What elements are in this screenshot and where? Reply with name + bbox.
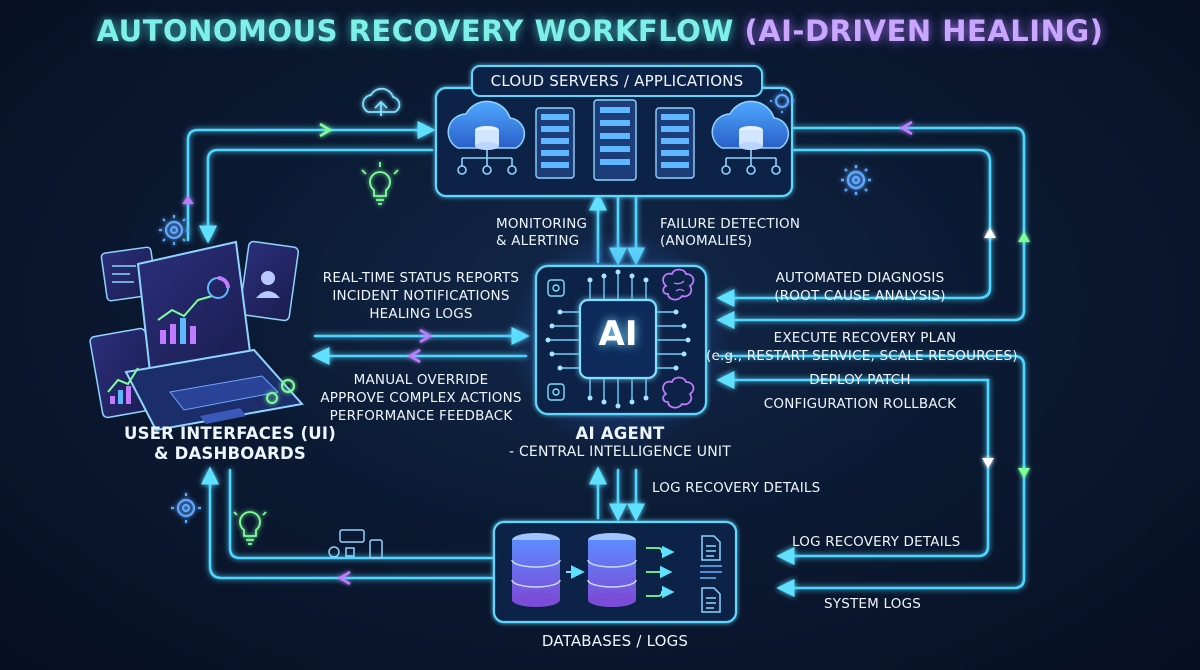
diagnosis-label-1: AUTOMATED DIAGNOSIS <box>775 270 945 286</box>
title-part1: AUTONOMOUS RECOVERY WORKFLOW <box>96 14 734 48</box>
gear-icon-right <box>841 165 871 195</box>
server-rack-slots <box>541 107 689 168</box>
edge-agent-execute <box>718 354 1026 598</box>
cloud-db-icon-left <box>447 100 526 175</box>
cloud-servers-label: CLOUD SERVERS / APPLICATIONS <box>490 72 744 90</box>
gear-icon-top-right <box>770 89 794 113</box>
override-label-2: APPROVE COMPLEX ACTIONS <box>320 390 522 406</box>
brain-icon <box>662 268 695 301</box>
failure-label-2: (ANOMALIES) <box>660 233 753 249</box>
ai-agent-label: AI AGENT <box>575 424 665 443</box>
chip-circuit-lines <box>550 274 686 404</box>
dashboard-charts <box>107 265 280 404</box>
edge-cloud-to-ui <box>198 148 434 244</box>
lightbulb-icon <box>361 162 399 205</box>
chip-mini-icons <box>547 279 565 401</box>
gear-icon-laptop <box>266 379 295 404</box>
system-logs-label: SYSTEM LOGS <box>824 596 921 612</box>
settings-panel-icon <box>328 529 383 559</box>
flow-accents <box>182 120 1030 586</box>
gear-icon-bottom-left <box>171 493 201 523</box>
edge-cloud-right-inner <box>716 148 992 308</box>
title-part2: (AI-DRIVEN HEALING) <box>744 14 1104 48</box>
diagram-title: AUTONOMOUS RECOVERY WORKFLOW (AI-DRIVEN … <box>0 14 1200 48</box>
edge-ui-down-db <box>228 468 494 560</box>
status-label-2: INCIDENT NOTIFICATIONS <box>332 288 510 304</box>
ui-label-2: & DASHBOARDS <box>154 444 306 463</box>
rollback-label: CONFIGURATION ROLLBACK <box>763 396 957 412</box>
ai-chip-label: AI <box>598 314 638 354</box>
databases-label: DATABASES / LOGS <box>541 632 689 650</box>
ai-agent-subtitle: - CENTRAL INTELLIGENCE UNIT <box>509 444 731 460</box>
cloud-upload-icon <box>362 87 401 116</box>
edge-deploy-down <box>776 378 990 566</box>
circuit-dots <box>545 269 691 409</box>
log-recovery-center-label: LOG RECOVERY DETAILS <box>652 480 821 496</box>
execute-label-2: (e.g., RESTART SERVICE, SCALE RESOURCES) <box>706 348 1018 364</box>
ai-chip <box>578 298 658 380</box>
cloud-db-icon-right <box>711 100 790 175</box>
monitoring-label-2: & ALERTING <box>496 233 580 249</box>
document-icons <box>700 535 722 613</box>
brain-icon-lower <box>662 376 695 409</box>
flow-lines <box>186 120 1026 598</box>
database-icon-right <box>587 533 637 607</box>
ui-label-1: USER INTERFACES (UI) <box>124 424 336 443</box>
edge-ui-to-cloud <box>186 120 436 242</box>
deploy-label: DEPLOY PATCH <box>809 372 911 388</box>
monitoring-label-1: MONITORING <box>496 216 588 232</box>
override-label-1: MANUAL OVERRIDE <box>353 372 489 388</box>
gear-icon <box>159 215 189 245</box>
failure-label-1: FAILURE DETECTION <box>660 216 801 232</box>
override-label-3: PERFORMANCE FEEDBACK <box>329 408 513 424</box>
db-output-arrows <box>646 545 675 599</box>
database-icon-left <box>511 533 561 607</box>
execute-label-1: EXECUTE RECOVERY PLAN <box>773 330 957 346</box>
status-label-3: HEALING LOGS <box>369 306 473 322</box>
diagnosis-label-2: (ROOT CAUSE ANALYSIS) <box>774 288 946 304</box>
edge-db-to-ui <box>200 466 494 580</box>
edge-cloud-right-outer <box>716 126 1026 330</box>
lightbulb-icon-bottom <box>233 511 267 545</box>
status-label-1: REAL-TIME STATUS REPORTS <box>322 270 520 286</box>
log-recovery-right-label: LOG RECOVERY DETAILS <box>792 534 961 550</box>
